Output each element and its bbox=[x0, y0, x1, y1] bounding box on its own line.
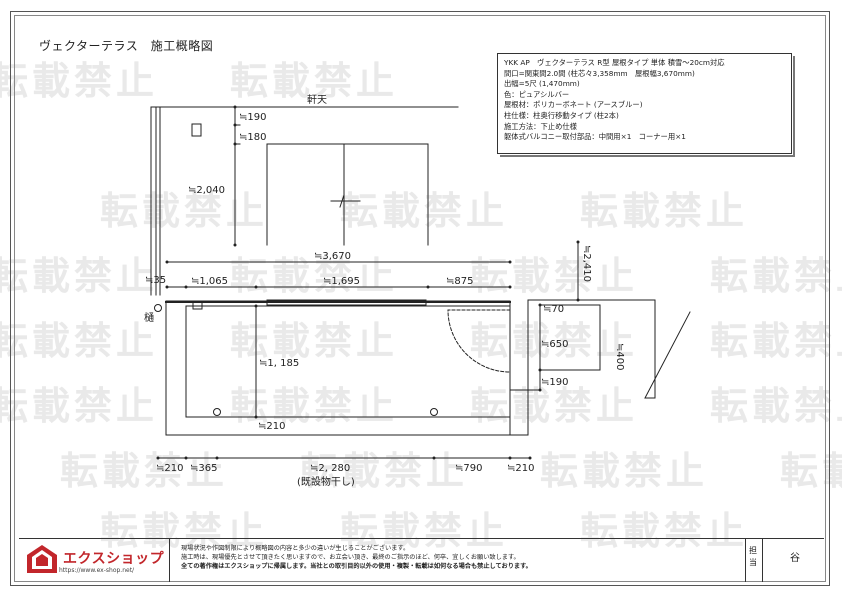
annex-outline bbox=[539, 304, 601, 371]
spec-line: 躯体式バルコニー取付部品：中間用×1 コーナー用×1 bbox=[504, 132, 686, 142]
dim-365: ≒365 bbox=[190, 463, 217, 474]
watermark: 転載禁止 bbox=[100, 509, 269, 553]
spec-line: 屋根材：ポリカーボネート (アースブルー) bbox=[504, 100, 643, 110]
watermark: 転載禁止 bbox=[470, 319, 639, 363]
label-eaves: 軒天 bbox=[307, 94, 327, 106]
spec-line: 施工方法：下止め仕様 bbox=[504, 121, 577, 131]
sheet-border-inner bbox=[14, 15, 826, 582]
watermark: 転載禁止 bbox=[580, 189, 749, 233]
watermark: 転載禁止 bbox=[710, 254, 842, 298]
watermark: 転載禁止 bbox=[0, 384, 159, 428]
gutter-circle bbox=[154, 304, 162, 312]
watermark: 転載禁止 bbox=[230, 59, 399, 103]
spec-line: 出幅=5尺 (1,470mm) bbox=[504, 79, 580, 89]
watermark: 転載禁止 bbox=[60, 449, 229, 493]
dim-650: ≒650 bbox=[541, 339, 568, 350]
watermark: 転載禁止 bbox=[100, 189, 269, 233]
sheet-title: ヴェクターテラス 施工概略図 bbox=[39, 39, 214, 53]
roof-gutter-bar bbox=[266, 299, 427, 306]
dim-3670: ≒3,670 bbox=[314, 251, 351, 262]
dim-400: ≒400 bbox=[614, 343, 625, 370]
sheet-border-outer bbox=[10, 11, 830, 586]
dim-180: ≒180 bbox=[239, 132, 266, 143]
dim-190-side: ≒190 bbox=[541, 377, 568, 388]
watermark: 転載禁止 bbox=[340, 509, 509, 553]
dim-1695: ≒1,695 bbox=[323, 276, 360, 287]
dim-210-inner: ≒210 bbox=[258, 421, 285, 432]
post-mark bbox=[192, 300, 203, 310]
dim-35: ≒35 bbox=[145, 275, 166, 286]
label-gutter: 樋 bbox=[144, 311, 154, 324]
dim-190: ≒190 bbox=[239, 112, 266, 123]
watermark: 転載禁止 bbox=[580, 509, 749, 553]
dim-210-right: ≒210 bbox=[507, 463, 534, 474]
window-mark bbox=[191, 123, 202, 137]
company-url[interactable]: https://www.ex-shop.net/ bbox=[59, 567, 135, 574]
watermark: 転載禁止 bbox=[0, 59, 159, 103]
terrace-inner bbox=[185, 305, 511, 418]
post-circle bbox=[430, 408, 438, 416]
dim-2410: ≒2,410 bbox=[581, 245, 592, 282]
company-logo: エクスショップ https://www.ex-shop.net/ bbox=[19, 539, 170, 582]
dim-2280: ≒2, 280 bbox=[310, 463, 350, 474]
note-line: 施工時は、現場優先とさせて頂きたく思いますので、お立会い頂き、最終のご指示のほど… bbox=[181, 554, 520, 561]
stamp-divider bbox=[762, 539, 763, 582]
watermark: 転載禁止 bbox=[300, 449, 469, 493]
spec-box-shadow bbox=[500, 56, 795, 157]
dim-790: ≒790 bbox=[455, 463, 482, 474]
handle-mark bbox=[339, 194, 345, 208]
watermark: 転載禁止 bbox=[230, 254, 399, 298]
watermark: 転載禁止 bbox=[540, 449, 709, 493]
dim-1185: ≒1, 185 bbox=[259, 358, 299, 369]
dim-70: ≒70 bbox=[543, 304, 564, 315]
dim-2040: ≒2,040 bbox=[188, 185, 225, 196]
footer-notes: 現場状況や作図制限により概略図の内容と多少の違いが生じることがございます。 施工… bbox=[181, 544, 532, 571]
spec-line: 色：ピュアシルバー bbox=[504, 89, 570, 99]
watermark: 転載禁止 bbox=[780, 449, 842, 493]
post-circle bbox=[213, 408, 221, 416]
company-name: エクスショップ bbox=[63, 551, 165, 567]
watermark: 転載禁止 bbox=[710, 319, 842, 363]
watermark: 転載禁止 bbox=[230, 319, 399, 363]
dim-1065: ≒1,065 bbox=[191, 276, 228, 287]
spec-line: YKK AP ヴェクターテラス R型 屋根タイプ 単体 積雪～20cm対応 bbox=[504, 58, 725, 67]
watermark: 転載禁止 bbox=[340, 189, 509, 233]
door-swing bbox=[447, 309, 511, 373]
watermark: 転載禁止 bbox=[0, 254, 159, 298]
note-line: 現場状況や作図制限により概略図の内容と多少の違いが生じることがございます。 bbox=[181, 545, 410, 552]
watermark: 転載禁止 bbox=[230, 384, 399, 428]
stamp-name: 谷 bbox=[790, 553, 800, 564]
house-icon bbox=[27, 545, 57, 573]
spec-box: YKK AP ヴェクターテラス R型 屋根タイプ 単体 積雪～20cm対応 間口… bbox=[497, 53, 792, 154]
annex-side bbox=[611, 299, 691, 399]
staff-stamp: 担当 谷 bbox=[745, 539, 825, 582]
watermark: 転載禁止 bbox=[710, 384, 842, 428]
watermark: 転載禁止 bbox=[470, 384, 639, 428]
label-existing-dryer: (既設物干し) bbox=[297, 475, 355, 488]
spec-line: 柱仕様：柱奥行移動タイプ (柱2本) bbox=[504, 110, 619, 120]
dim-875: ≒875 bbox=[446, 276, 473, 287]
stamp-label: 担当 bbox=[749, 546, 757, 567]
terrace-outer bbox=[165, 300, 511, 436]
spec-line: 間口=関東間2.0間 (柱芯々3,358mm 屋根幅3,670mm) bbox=[504, 68, 695, 78]
dim-210-left: ≒210 bbox=[156, 463, 183, 474]
watermark: 転載禁止 bbox=[470, 254, 639, 298]
title-block: エクスショップ https://www.ex-shop.net/ 現場状況や作図… bbox=[19, 538, 824, 582]
note-line: 全ての著作権はエクスショップに帰属します。当社との取引目的以外の使用・複製・転載… bbox=[181, 563, 532, 570]
watermark: 転載禁止 bbox=[0, 319, 159, 363]
